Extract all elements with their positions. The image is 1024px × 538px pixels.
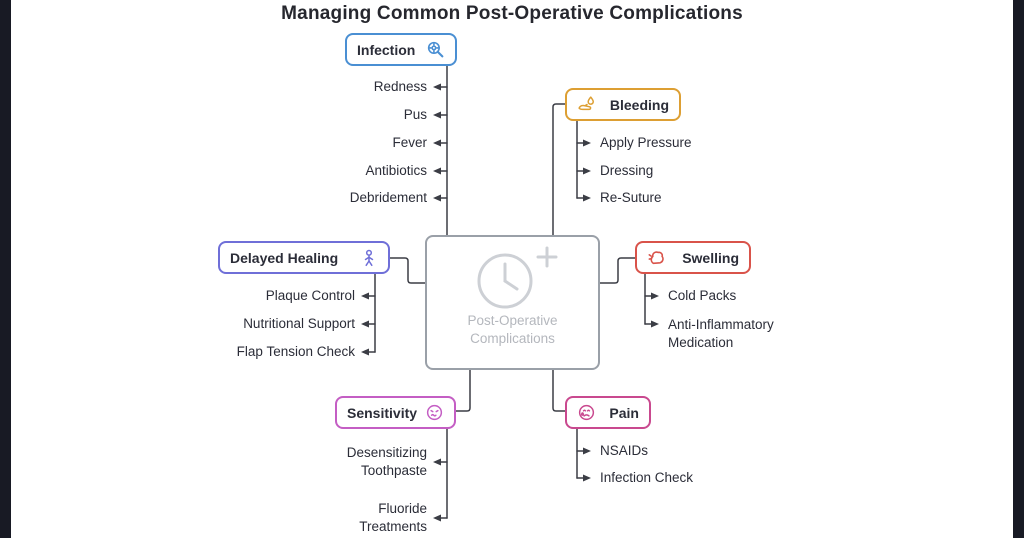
node-delayed-healing-label: Delayed Healing [230, 249, 339, 266]
node-pain: Pain [565, 396, 651, 429]
item-delayed-2: Flap Tension Check [236, 344, 355, 359]
item-bleeding-1: Dressing [600, 163, 654, 178]
center-label-line1: Post-Operative [467, 313, 558, 328]
item-sensitivity-0: Desensitizing Toothpaste [346, 445, 427, 478]
person-icon [360, 249, 378, 267]
wincing-face-icon [425, 403, 444, 422]
left-edge-bar [0, 0, 11, 538]
crying-face-icon [577, 403, 596, 422]
node-sensitivity: Sensitivity [335, 396, 456, 429]
diagram-title: Managing Common Post-Operative Complicat… [281, 3, 743, 24]
item-swelling-1: Anti-Inflammatory Medication [668, 317, 774, 350]
item-pain-1: Infection Check [600, 470, 694, 485]
node-pain-label: Pain [609, 404, 639, 421]
infection-magnifier-icon [426, 40, 445, 59]
swelling-icon [647, 248, 666, 267]
item-pain-0: NSAIDs [600, 443, 649, 458]
item-sensitivity-1: Fluoride Treatments [359, 501, 427, 534]
item-delayed-0: Plaque Control [265, 288, 355, 303]
right-edge-bar [1013, 0, 1024, 538]
item-infection-3: Antibiotics [365, 163, 427, 178]
node-sensitivity-label: Sensitivity [347, 404, 418, 421]
item-infection-4: Debridement [349, 190, 427, 205]
item-bleeding-0: Apply Pressure [600, 135, 692, 150]
node-infection: Infection [345, 33, 457, 66]
node-swelling: Swelling [635, 241, 751, 274]
node-swelling-label: Swelling [682, 249, 739, 266]
item-infection-2: Fever [392, 135, 427, 150]
node-bleeding: Bleeding [565, 88, 681, 121]
clock-plus-icon [452, 243, 572, 314]
node-bleeding-label: Bleeding [609, 96, 669, 113]
item-bleeding-2: Re-Suture [600, 190, 662, 205]
center-label-line2: Complications [470, 331, 555, 346]
node-delayed-healing: Delayed Healing [218, 241, 390, 274]
node-infection-label: Infection [357, 41, 416, 58]
item-delayed-1: Nutritional Support [243, 316, 355, 331]
bleeding-hand-icon [577, 95, 596, 114]
center-node-label: Post-Operative Complications [425, 312, 600, 348]
item-infection-0: Redness [373, 79, 427, 94]
item-infection-1: Pus [403, 107, 427, 122]
item-swelling-0: Cold Packs [668, 288, 737, 303]
